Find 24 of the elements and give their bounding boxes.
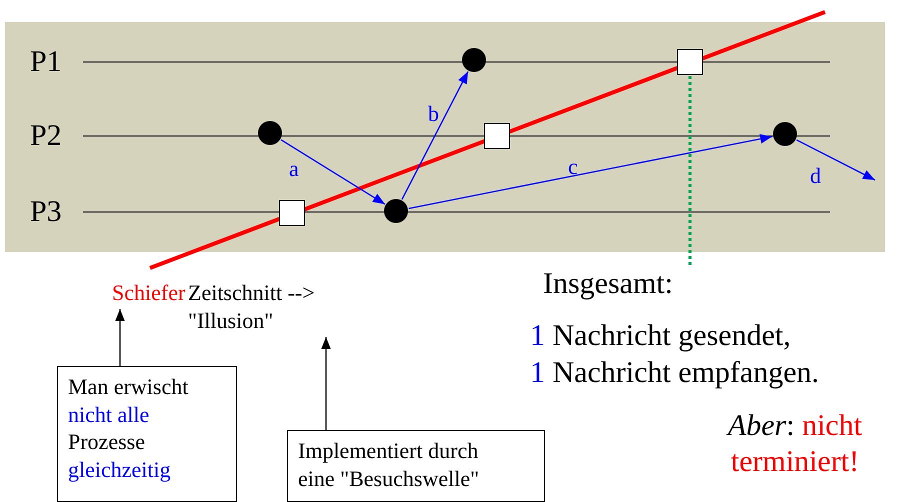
edge-label: c bbox=[568, 154, 578, 180]
message-arrow bbox=[280, 139, 386, 205]
edge-label: b bbox=[428, 101, 439, 127]
note-box: Man erwischt nicht alle Prozesse gleichzeitig bbox=[57, 366, 237, 502]
edge-label: d bbox=[810, 163, 821, 189]
process-label: P1 bbox=[30, 44, 62, 80]
summary-heading: Insgesamt: bbox=[543, 265, 713, 305]
snapshot-square bbox=[279, 200, 305, 226]
process-label: P3 bbox=[30, 194, 62, 230]
note-box: Implementiert durch eine "Besuchswelle" bbox=[287, 430, 545, 502]
snapshot-square bbox=[484, 123, 510, 149]
message-arrow bbox=[401, 71, 469, 200]
caption-text: Zeitschnitt --> "Illusion" bbox=[188, 279, 323, 337]
leader-arrow bbox=[115, 309, 125, 366]
process-label: P2 bbox=[30, 118, 62, 154]
snapshot-square bbox=[677, 49, 703, 75]
dotted-line bbox=[688, 76, 692, 265]
summary-text: 1 Nachricht gesendet, bbox=[530, 318, 791, 354]
message-arrow bbox=[796, 139, 876, 181]
edge-label: a bbox=[289, 156, 299, 182]
conclusion-text: Aber: nicht terminiert! bbox=[725, 408, 864, 480]
leader-arrow bbox=[321, 337, 331, 430]
message-arrow bbox=[408, 134, 772, 210]
summary-text: 1 Nachricht empfangen. bbox=[530, 355, 820, 391]
